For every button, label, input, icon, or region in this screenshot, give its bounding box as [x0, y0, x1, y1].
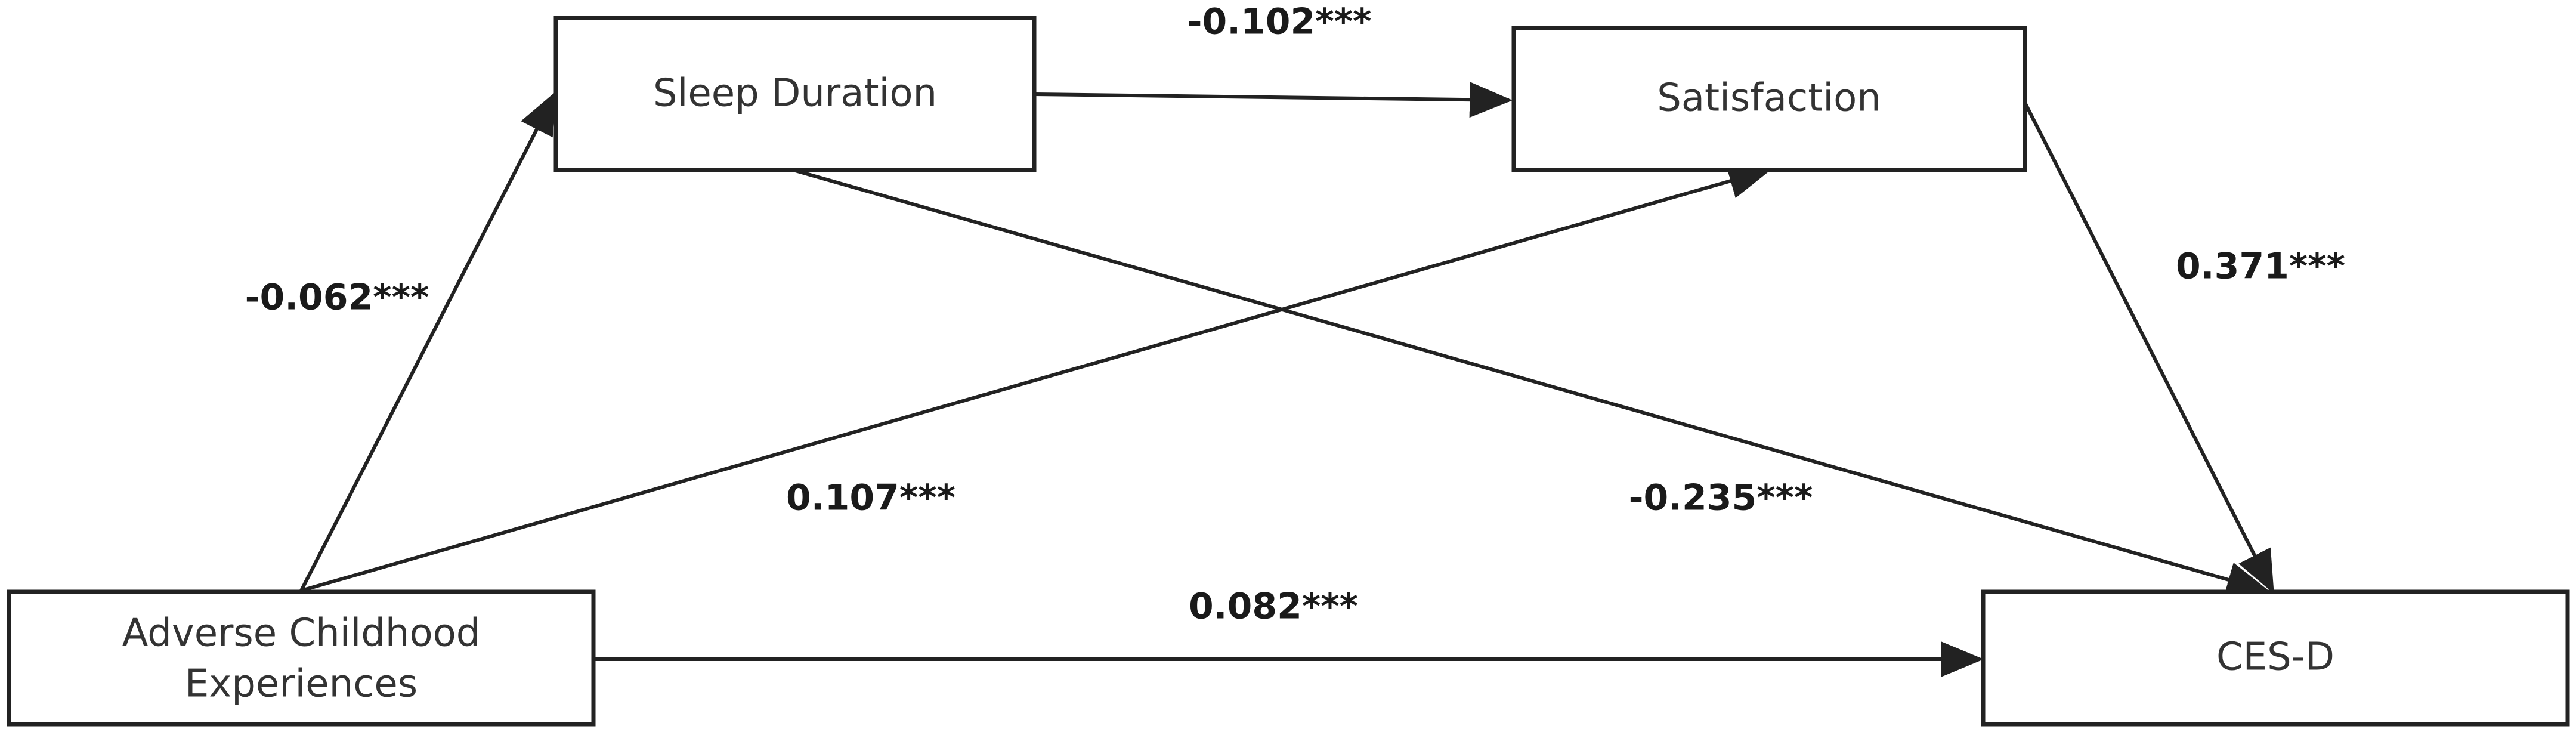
node-satisfaction: Satisfaction: [1511, 26, 2027, 172]
edge-satisfaction-to-cesd: [2023, 101, 2274, 594]
edge-sleep-to-satisfaction: [1034, 82, 1513, 118]
coef-satisfaction-to-cesd: 0.371***: [2176, 246, 2345, 288]
coef-sleep-to-satisfaction: -0.102***: [1188, 1, 1372, 43]
node-ces-d: CES-D: [1981, 589, 2570, 727]
edge-sleep-to-cesd: [793, 168, 2270, 597]
edge-ace-to-sleep: [299, 91, 556, 592]
node-adverse-childhood-experiences: Adverse Childhood Experiences: [7, 589, 596, 727]
coef-sleep-to-cesd: -0.235***: [1629, 477, 1813, 519]
node-satisfaction-label: Satisfaction: [1657, 76, 1881, 121]
coef-ace-to-cesd: 0.082***: [1189, 586, 1358, 628]
edge-ace-to-satisfaction: [301, 163, 1772, 592]
node-sleep-duration-label: Sleep Duration: [653, 72, 937, 116]
coef-ace-to-satisfaction: 0.107***: [786, 477, 955, 519]
coef-ace-to-sleep: -0.062***: [245, 277, 429, 319]
node-ces-d-label: CES-D: [2216, 635, 2334, 680]
node-ace-label-line2: Experiences: [185, 662, 418, 706]
node-sleep-duration: Sleep Duration: [553, 16, 1037, 172]
node-ace-label-line1: Adverse Childhood: [122, 612, 481, 656]
